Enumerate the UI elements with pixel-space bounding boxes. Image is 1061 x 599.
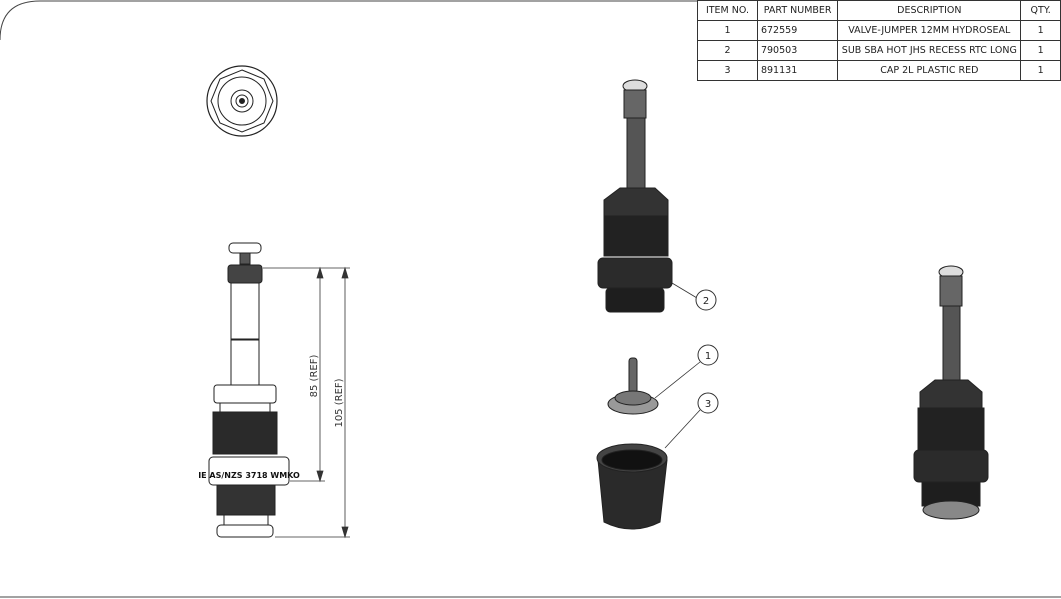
engraving-text: IE AS/NZS 3718 WMKO — [198, 471, 300, 480]
table-row: 1 672559 VALVE-JUMPER 12MM HYDROSEAL 1 — [697, 20, 1061, 41]
balloon-3-label: 3 — [705, 399, 711, 410]
balloon-2 — [695, 289, 717, 311]
side-view: IE AS/NZS 3718 WMKO — [198, 242, 300, 538]
header-qty: QTY. — [1020, 0, 1061, 21]
top-view — [206, 65, 278, 137]
cell-part: 891131 — [756, 60, 839, 81]
cell-qty: 1 — [1020, 40, 1061, 61]
cell-qty: 1 — [1020, 60, 1061, 81]
cell-item: 2 — [697, 40, 758, 61]
dimension-lines — [263, 266, 350, 539]
cell-qty: 1 — [1020, 20, 1061, 41]
cell-part: 790503 — [756, 40, 839, 61]
table-header-row: ITEM NO. PART NUMBER DESCRIPTION QTY. — [697, 0, 1061, 21]
cell-item: 3 — [697, 60, 758, 81]
cell-item: 1 — [697, 20, 758, 41]
balloon-1-label: 1 — [705, 351, 711, 362]
table-row: 3 891131 CAP 2L PLASTIC RED 1 — [697, 60, 1061, 81]
leader-2 — [671, 282, 698, 299]
dimension-105: 105 (REF) — [334, 378, 345, 427]
cell-description: SUB SBA HOT JHS RECESS RTC LONG — [837, 40, 1022, 61]
header-part-number: PART NUMBER — [756, 0, 839, 21]
table-row: 2 790503 SUB SBA HOT JHS RECESS RTC LONG… — [697, 40, 1061, 61]
leader-1 — [654, 361, 701, 399]
bill-of-materials-table: ITEM NO. PART NUMBER DESCRIPTION QTY. 1 … — [697, 0, 1061, 81]
item-2-valve-body — [597, 79, 673, 313]
cell-description: CAP 2L PLASTIC RED — [837, 60, 1022, 81]
header-item-no: ITEM NO. — [697, 0, 758, 21]
cell-description: VALVE-JUMPER 12MM HYDROSEAL — [837, 20, 1022, 41]
balloon-2-label: 2 — [703, 296, 709, 307]
cell-part: 672559 — [756, 20, 839, 41]
leader-3 — [664, 409, 701, 449]
item-3-cap — [596, 443, 668, 530]
item-1-jumper — [607, 357, 659, 415]
assembled-iso-view — [913, 265, 989, 520]
dimension-85: 85 (REF) — [309, 355, 320, 398]
balloon-1 — [697, 344, 719, 366]
header-description: DESCRIPTION — [837, 0, 1022, 21]
balloon-3 — [697, 392, 719, 414]
